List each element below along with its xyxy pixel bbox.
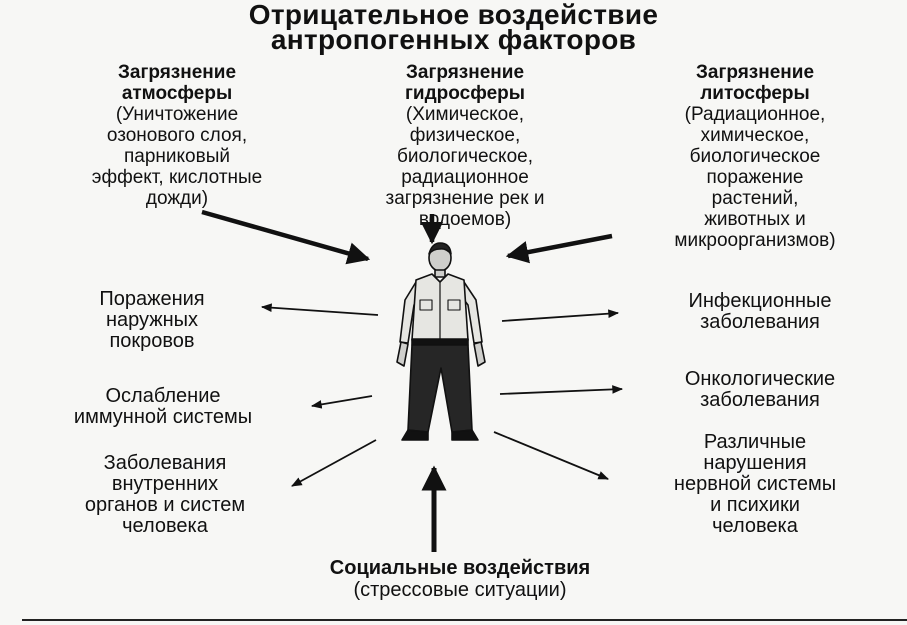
effect-infectious-line-2: заболевания — [700, 311, 820, 333]
arrow-to-nervous — [493, 431, 609, 480]
source-social-heading: Социальные воздействия — [329, 557, 591, 579]
source-lithosphere-text-3: биологическое — [689, 146, 821, 167]
effect-internal-line-1: Заболевания — [103, 452, 227, 474]
effect-oncological-diseases: Онкологические заболевания — [620, 369, 900, 411]
source-atmosphere-text-3: парниковый — [124, 146, 230, 167]
effect-nervous-line-4: и психики — [710, 494, 800, 516]
effect-internal-line-3: органов и систем — [84, 494, 246, 516]
source-lithosphere-heading-1: Загрязнение — [695, 62, 815, 83]
source-lithosphere-heading-2: литосферы — [700, 83, 810, 104]
source-hydrosphere-text-4: радиационное — [401, 167, 529, 188]
source-lithosphere-text-1: (Радиационное, — [684, 104, 826, 125]
effect-skin-line-1: Поражения — [99, 288, 205, 310]
arrow-to-infectious — [501, 309, 620, 322]
arrow-to-oncology — [499, 385, 624, 395]
effect-internal-line-2: внутренних — [111, 473, 219, 495]
diagram-title: Отрицательное воздействие антропогенных … — [0, 0, 907, 55]
effect-skin-line-2: наружных — [105, 309, 199, 331]
effect-nervous-line-2: нарушения — [703, 452, 807, 474]
source-lithosphere-text-2: химическое, — [700, 125, 810, 146]
source-atmosphere-text-2: озонового слоя, — [106, 125, 248, 146]
source-atmosphere-heading-1: Загрязнение — [117, 62, 237, 83]
effect-immune-line-1: Ослабление — [105, 385, 221, 407]
source-lithosphere: Загрязнение литосферы (Радиационное, хим… — [610, 62, 900, 251]
arrow-from-atmosphere — [201, 209, 371, 265]
effect-nervous-disorders: Различные нарушения нервной системы и пс… — [610, 432, 900, 537]
source-lithosphere-text-7: микроорганизмов) — [674, 230, 836, 251]
bottom-divider — [22, 619, 907, 621]
title-line-1: Отрицательное воздействие — [248, 0, 659, 30]
effect-internal-organs: Заболевания внутренних органов и систем … — [0, 453, 330, 537]
effect-nervous-line-3: нервной системы — [673, 473, 837, 495]
source-lithosphere-text-6: животных и — [704, 209, 806, 230]
effect-skin-lesions: Поражения наружных покровов — [22, 289, 282, 352]
source-hydrosphere-heading-1: Загрязнение — [405, 62, 525, 83]
effect-nervous-line-5: человека — [712, 515, 798, 537]
effect-immune-weakening: Ослабление иммунной системы — [8, 386, 318, 428]
arrow-to-immune — [310, 395, 373, 409]
source-atmosphere-text-1: (Уничтожение — [115, 104, 239, 125]
effect-infectious-line-1: Инфекционные — [688, 290, 832, 312]
source-hydrosphere-heading-2: гидросферы — [405, 83, 525, 104]
source-lithosphere-text-5: растений, — [711, 188, 799, 209]
source-atmosphere: Загрязнение атмосферы (Уничтожение озоно… — [22, 62, 332, 209]
source-hydrosphere-text-1: (Химическое, — [405, 104, 525, 125]
source-atmosphere-text-5: дожди) — [145, 188, 209, 209]
source-atmosphere-text-4: эффект, кислотные — [91, 167, 263, 188]
source-lithosphere-text-4: поражение — [706, 167, 804, 188]
effect-internal-line-4: человека — [122, 515, 208, 537]
source-hydrosphere-text-5: загрязнение рек и — [385, 188, 545, 209]
source-atmosphere-heading-2: атмосферы — [121, 83, 233, 104]
effect-oncology-line-2: заболевания — [700, 389, 820, 411]
effect-oncology-line-1: Онкологические — [684, 368, 836, 390]
effect-nervous-line-1: Различные — [703, 431, 807, 453]
arrow-to-skin-lesions — [260, 303, 379, 316]
source-social-text: (стрессовые ситуации) — [353, 579, 567, 601]
arrow-to-internal — [291, 439, 377, 487]
arrow-from-lithosphere — [505, 233, 613, 264]
standing-man-icon — [396, 242, 486, 441]
source-hydrosphere-text-2: физическое, — [409, 125, 521, 146]
title-line-2: антропогенных факторов — [270, 24, 637, 55]
effect-skin-line-3: покровов — [109, 330, 195, 352]
effect-immune-line-2: иммунной системы — [73, 406, 253, 428]
effect-infectious-diseases: Инфекционные заболевания — [620, 291, 900, 333]
source-social: Социальные воздействия (стрессовые ситуа… — [180, 557, 740, 601]
source-hydrosphere-text-3: биологическое, — [397, 146, 533, 167]
